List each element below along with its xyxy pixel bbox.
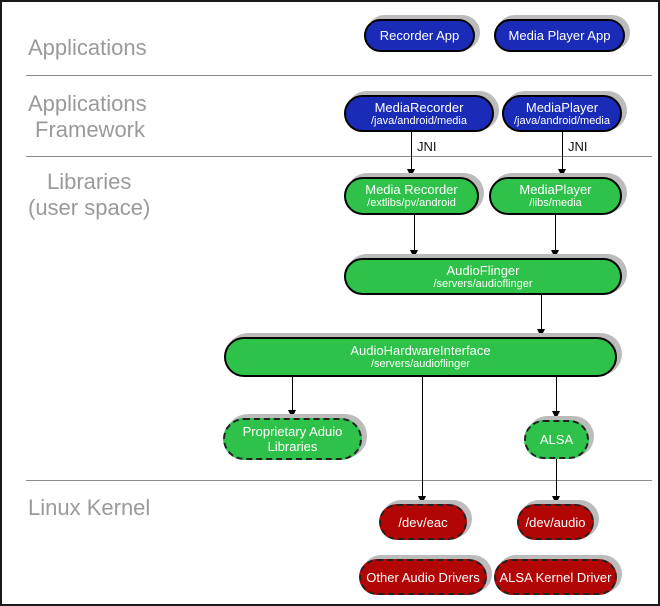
node-media-recorder-library: Media Recorder /extlibs/pv/android [344,177,479,215]
node-title: MediaRecorder [374,99,464,115]
node-dev-audio: /dev/audio [517,504,594,540]
node-dev-eac: /dev/eac [379,504,467,540]
connector-ahi-to-proprietary [292,377,293,411]
node-other-audio-drivers: Other Audio Drivers [359,559,487,595]
node-path: /java/android/media [370,114,467,127]
node-alsa: ALSA [524,420,589,459]
connector-alsa-to-dev-audio [556,459,557,497]
arrowhead-mediaplayer-lib [558,169,566,177]
node-title: Media Recorder [365,182,458,197]
jni-label-right: JNI [568,139,588,154]
node-title: AudioHardwareInterface [350,343,491,358]
connector-mediarecorder-fw-to-lib [411,132,412,169]
node-title: /dev/eac [398,514,448,530]
section-label-framework-line1: Applications [28,91,147,116]
divider-framework-libraries [26,156,652,157]
node-title: MediaPlayer [519,182,592,197]
arrowhead-proprietary [288,410,296,418]
arrowhead-audiohardwareinterface [537,329,545,337]
arrowhead-alsa [552,411,560,419]
connector-audioflinger-to-audiohardwareinterface [541,295,542,330]
node-media-player-app: Media Player App [494,19,625,52]
node-audioflinger: AudioFlinger /servers/audioflinger [344,258,622,295]
node-mediarecorder-framework: MediaRecorder /java/android/media [344,95,494,132]
node-path: /servers/audioflinger [370,358,471,370]
arrowhead-audioflinger-left [410,250,418,258]
node-audiohardwareinterface: AudioHardwareInterface /servers/audiofli… [224,337,617,377]
node-proprietary-audio-libraries: Proprietary Aduio Libraries [223,418,362,460]
node-title: /dev/audio [525,514,586,530]
arrowhead-dev-eac [418,496,426,504]
node-recorder-app: Recorder App [364,19,475,52]
section-label-libraries-line1: Libraries [47,169,132,194]
section-label-libraries: Libraries(user space) [28,169,150,221]
node-title: Media Player App [508,28,611,43]
node-title: ALSA [539,432,574,447]
node-path: /extlibs/pv/android [367,197,456,209]
node-alsa-kernel-driver: ALSA Kernel Driver [494,559,617,595]
node-path: /java/android/media [513,114,610,127]
node-mediaplayer-library: MediaPlayer /libs/media [489,177,622,215]
divider-applications-framework [26,75,652,76]
section-label-linux-kernel: Linux Kernel [28,495,151,520]
node-title: Other Audio Drivers [366,569,480,585]
node-title-line2: Libraries [267,439,318,454]
connector-ahi-to-alsa [556,377,557,412]
node-path: /libs/media [529,197,582,209]
connector-ahi-to-dev-eac [422,377,423,497]
jni-label-left: JNI [417,139,437,154]
node-title-line1: Proprietary Aduio [242,424,343,439]
section-label-framework-line2: Framework [35,117,146,142]
node-mediaplayer-framework: MediaPlayer /java/android/media [502,95,622,132]
arrowhead-dev-audio [552,496,560,504]
connector-mediaplayer-fw-to-lib [562,132,563,169]
connector-mediaplayer-lib-to-audioflinger [555,215,556,251]
node-title: MediaPlayer [525,99,599,115]
node-title: AudioFlinger [446,262,520,278]
node-title: Recorder App [379,28,460,43]
section-label-applications: Applications [28,35,147,60]
section-label-libraries-line2: (user space) [28,195,151,220]
arrowhead-mediarecorder-lib [407,169,415,177]
node-path: /servers/audioflinger [433,277,533,290]
connector-mediarecorder-lib-to-audioflinger [414,215,415,251]
node-title: ALSA Kernel Driver [499,569,612,585]
divider-libraries-kernel [26,480,652,481]
arrowhead-audioflinger-right [551,250,559,258]
